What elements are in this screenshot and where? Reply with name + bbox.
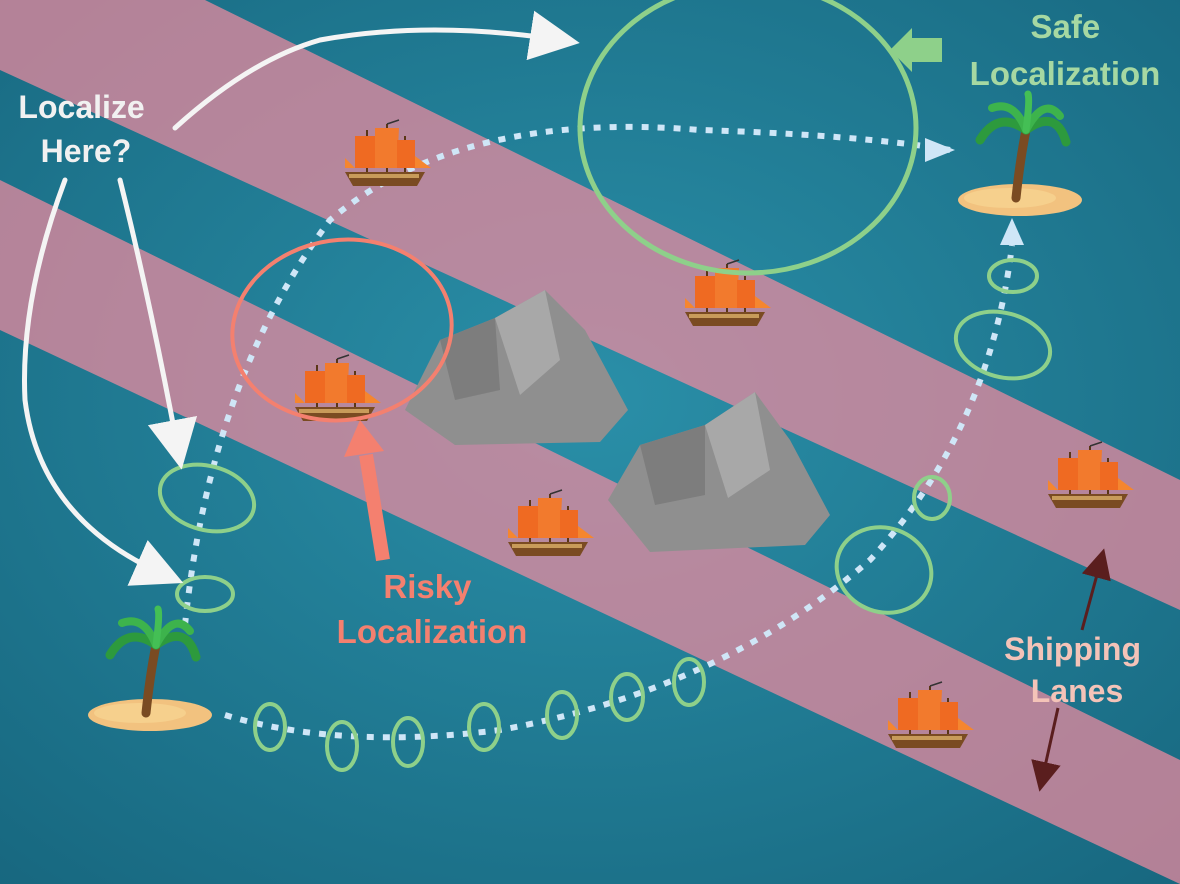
risky-localization-label: Risky [383,568,472,605]
candidate-marker [987,258,1039,294]
svg-text:Safe Localization: Safe Localization [970,8,1161,92]
safe-localization-region [577,0,919,276]
risky-localization-label: Localization [337,613,528,650]
svg-text:Shipping Lanes: Shipping Lanes [1004,631,1150,709]
shipping-lanes-label: Shipping [1004,631,1141,667]
shipping-lane-upper [0,0,1180,610]
arrow-icon [172,10,580,131]
candidate-markers [157,258,1053,772]
arrow-icon [117,177,198,470]
candidate-marker [912,475,952,521]
candidate-marker [609,672,645,722]
safe-localization-label: Safe [1031,8,1101,45]
arrow-icon [925,138,955,162]
arrow-icon [344,420,390,562]
candidate-marker [672,657,706,707]
candidate-marker [157,462,257,534]
arrow-icon [1000,218,1024,245]
candidate-marker [253,702,287,752]
rock-icon [405,290,628,445]
arrow-icon [22,177,184,586]
safe-localization-label: Localization [970,55,1161,92]
risky-localization-region [230,237,454,423]
arrow-icon [890,28,942,72]
svg-text:Localize Here?: Localize Here? [18,89,153,169]
navigation-path [224,244,1015,741]
shipping-lane-lower [0,180,1180,884]
candidate-marker [545,690,579,740]
svg-text:Risky Localization: Risky Localization [337,568,528,650]
candidate-marker [391,716,425,768]
localize-label: Localize [18,89,144,125]
candidate-marker [175,575,235,613]
shipping-lanes-label: Lanes [1031,673,1123,709]
candidate-marker [467,702,501,752]
localize-label: Here? [41,133,132,169]
arrow-icon [1031,548,1111,792]
candidate-marker [953,309,1053,381]
candidate-marker [325,720,359,772]
navigation-path [182,123,951,626]
candidate-marker [834,525,934,615]
rock-icon [608,392,830,552]
